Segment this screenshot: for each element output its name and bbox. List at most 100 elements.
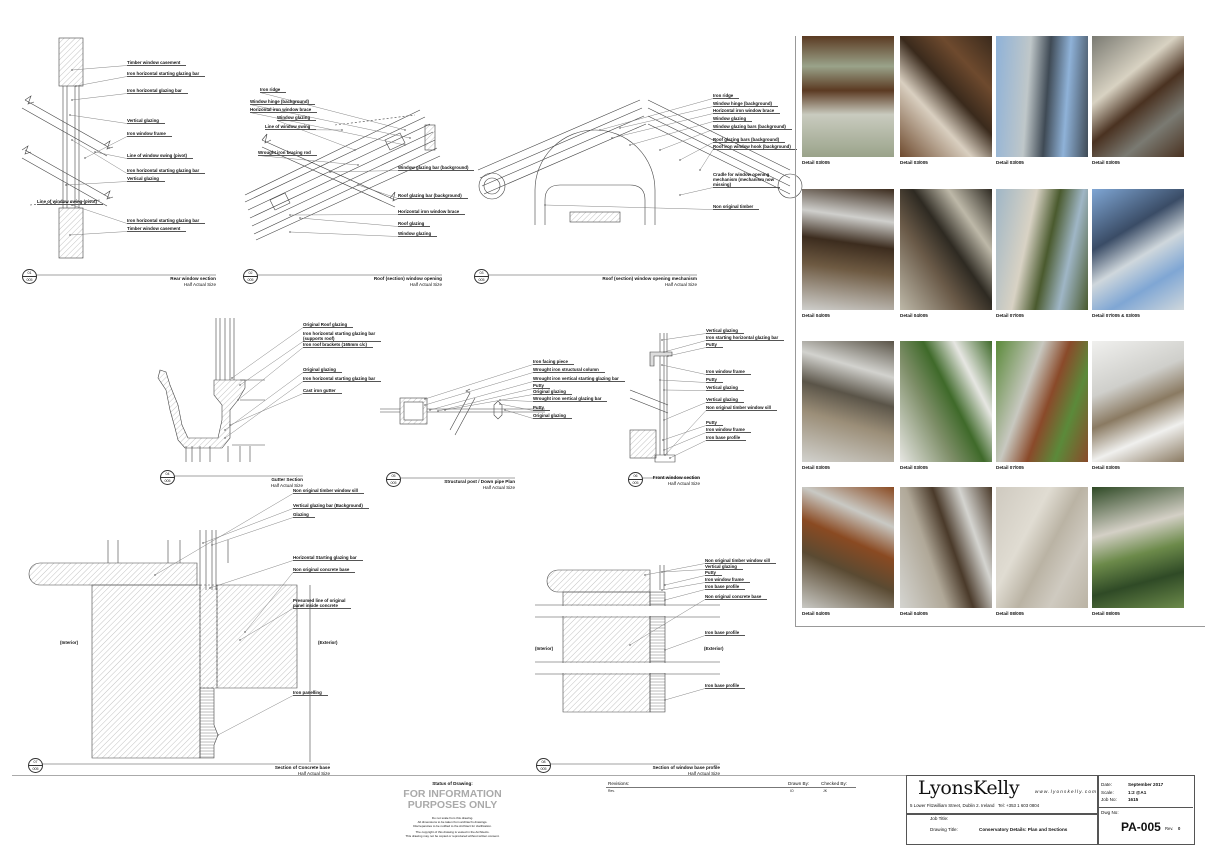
- callout-label: Non original concrete base: [293, 567, 356, 573]
- detail-sheet: 005: [632, 481, 639, 485]
- leader-dot: [699, 169, 701, 171]
- leader-line: [249, 112, 406, 146]
- leader-line: [259, 92, 406, 131]
- detail-number: 05: [387, 473, 400, 480]
- photo-caption: Detail 07/005: [996, 313, 1024, 318]
- photo-caption: Detail 08/005: [1092, 611, 1120, 616]
- disclaimer-notes: Do not scale from this drawing. All dime…: [413, 816, 492, 828]
- leader-line: [299, 217, 399, 227]
- detail-title: Rear window section: [170, 276, 216, 281]
- photo-caption: Detail 03/005: [900, 465, 928, 470]
- callout-label: Presumed line of original panel inside c…: [293, 598, 352, 609]
- leader-line: [71, 204, 128, 224]
- leader-dot: [667, 355, 669, 357]
- photo-caption: Detail 03/005: [802, 465, 830, 470]
- site-photo: [1092, 341, 1184, 462]
- leader-line: [664, 575, 706, 586]
- scale-value: 1:2 @A1: [1128, 790, 1147, 795]
- detail-06-drawing: [629, 333, 700, 479]
- leader-dot: [75, 85, 77, 87]
- drawing-info-box: [1097, 775, 1195, 845]
- leader-line: [679, 187, 714, 196]
- detail-title: Structural post / Down pipe Plan: [444, 479, 515, 484]
- site-photo: [1092, 487, 1184, 608]
- leader-line: [71, 93, 128, 101]
- leader-line: [289, 231, 399, 237]
- detail-title: Section of Concrete base: [274, 765, 330, 770]
- dwg-no-label: Dwg No:: [1101, 810, 1119, 815]
- site-photo: [900, 189, 992, 310]
- leader-line: [661, 582, 706, 591]
- practice-box: [906, 775, 1099, 815]
- site-photo: [900, 341, 992, 462]
- leader-dot: [663, 449, 665, 451]
- callout-label: Iron window frame: [127, 131, 172, 137]
- leader-dot: [664, 454, 666, 456]
- leader-dot: [599, 129, 601, 131]
- status-heading: Status of Drawing:: [432, 781, 473, 786]
- site-photo: [996, 341, 1088, 462]
- leader-lines: [65, 65, 714, 736]
- leader-dot: [663, 351, 665, 353]
- leader-line: [202, 508, 294, 544]
- callout-label: Window glazing bar (background): [398, 165, 475, 171]
- leader-line: [239, 341, 304, 386]
- leader-line: [249, 104, 411, 139]
- leader-dot: [231, 377, 233, 379]
- detail-scale: Half Actual Size: [409, 281, 442, 287]
- callout-label: Vertical glazing bar (Background): [293, 503, 369, 509]
- dwg-no-value: PA-005: [1121, 820, 1161, 834]
- leader-dot: [664, 649, 666, 651]
- leader-dot: [429, 409, 431, 411]
- practice-website: www.lyonskelly.com: [1035, 789, 1098, 794]
- callout-label: Line of window swing: [265, 124, 317, 130]
- leader-line: [699, 149, 714, 171]
- detail-number: 03: [475, 270, 488, 277]
- leader-dot: [69, 234, 71, 236]
- leader-line: [504, 409, 534, 419]
- leader-line: [664, 635, 706, 651]
- site-photo: [1092, 189, 1184, 310]
- leader-dot: [664, 584, 666, 586]
- leader-dot: [659, 149, 661, 151]
- leader-dot: [71, 139, 73, 141]
- callout-label: Putty: [706, 420, 723, 426]
- detail-number: 08: [537, 759, 550, 766]
- leader-dot: [65, 184, 67, 186]
- leader-line: [217, 695, 294, 736]
- interior-label: (Interior): [60, 640, 79, 645]
- drawing-title-value: Conservatory Details: Plan and Sections: [979, 827, 1068, 832]
- leader-dot: [94, 151, 96, 153]
- callout-label: Iron horizontal starting glazing bar: [127, 168, 206, 174]
- detail-scale: Half Actual Size: [183, 281, 216, 287]
- leader-dot: [424, 404, 426, 406]
- callout-label: Putty: [706, 342, 723, 348]
- leader-dot: [71, 99, 73, 101]
- callout-label: Putty: [706, 377, 723, 383]
- photo-caption: Detail 03/005: [802, 160, 830, 165]
- leader-dot: [71, 69, 73, 71]
- leader-line: [289, 214, 399, 216]
- dwg-no-rule: [1097, 807, 1193, 808]
- leader-line: [239, 608, 294, 641]
- callout-label: Putty: [533, 383, 550, 389]
- callout-label: Iron window frame: [705, 577, 750, 583]
- leader-line: [424, 364, 534, 400]
- callout-label: Iron window frame: [706, 369, 751, 375]
- status-of-drawing: Status of Drawing: FOR INFORMATION PURPO…: [370, 781, 535, 838]
- leader-line: [65, 181, 128, 186]
- callout-label: Non original timber window sill: [293, 488, 364, 494]
- callout-label: Original glazing: [533, 389, 572, 395]
- leader-dot: [664, 699, 666, 701]
- callout-label: Iron panelling: [293, 690, 328, 696]
- leader-dot: [209, 587, 211, 589]
- callout-label: Wrought iron vertical glazing bar: [533, 396, 608, 402]
- leader-line: [611, 113, 714, 139]
- callout-label: Iron horizontal glazing bar: [127, 88, 188, 94]
- leader-dot: [499, 399, 501, 401]
- date-label: Date:: [1101, 782, 1112, 787]
